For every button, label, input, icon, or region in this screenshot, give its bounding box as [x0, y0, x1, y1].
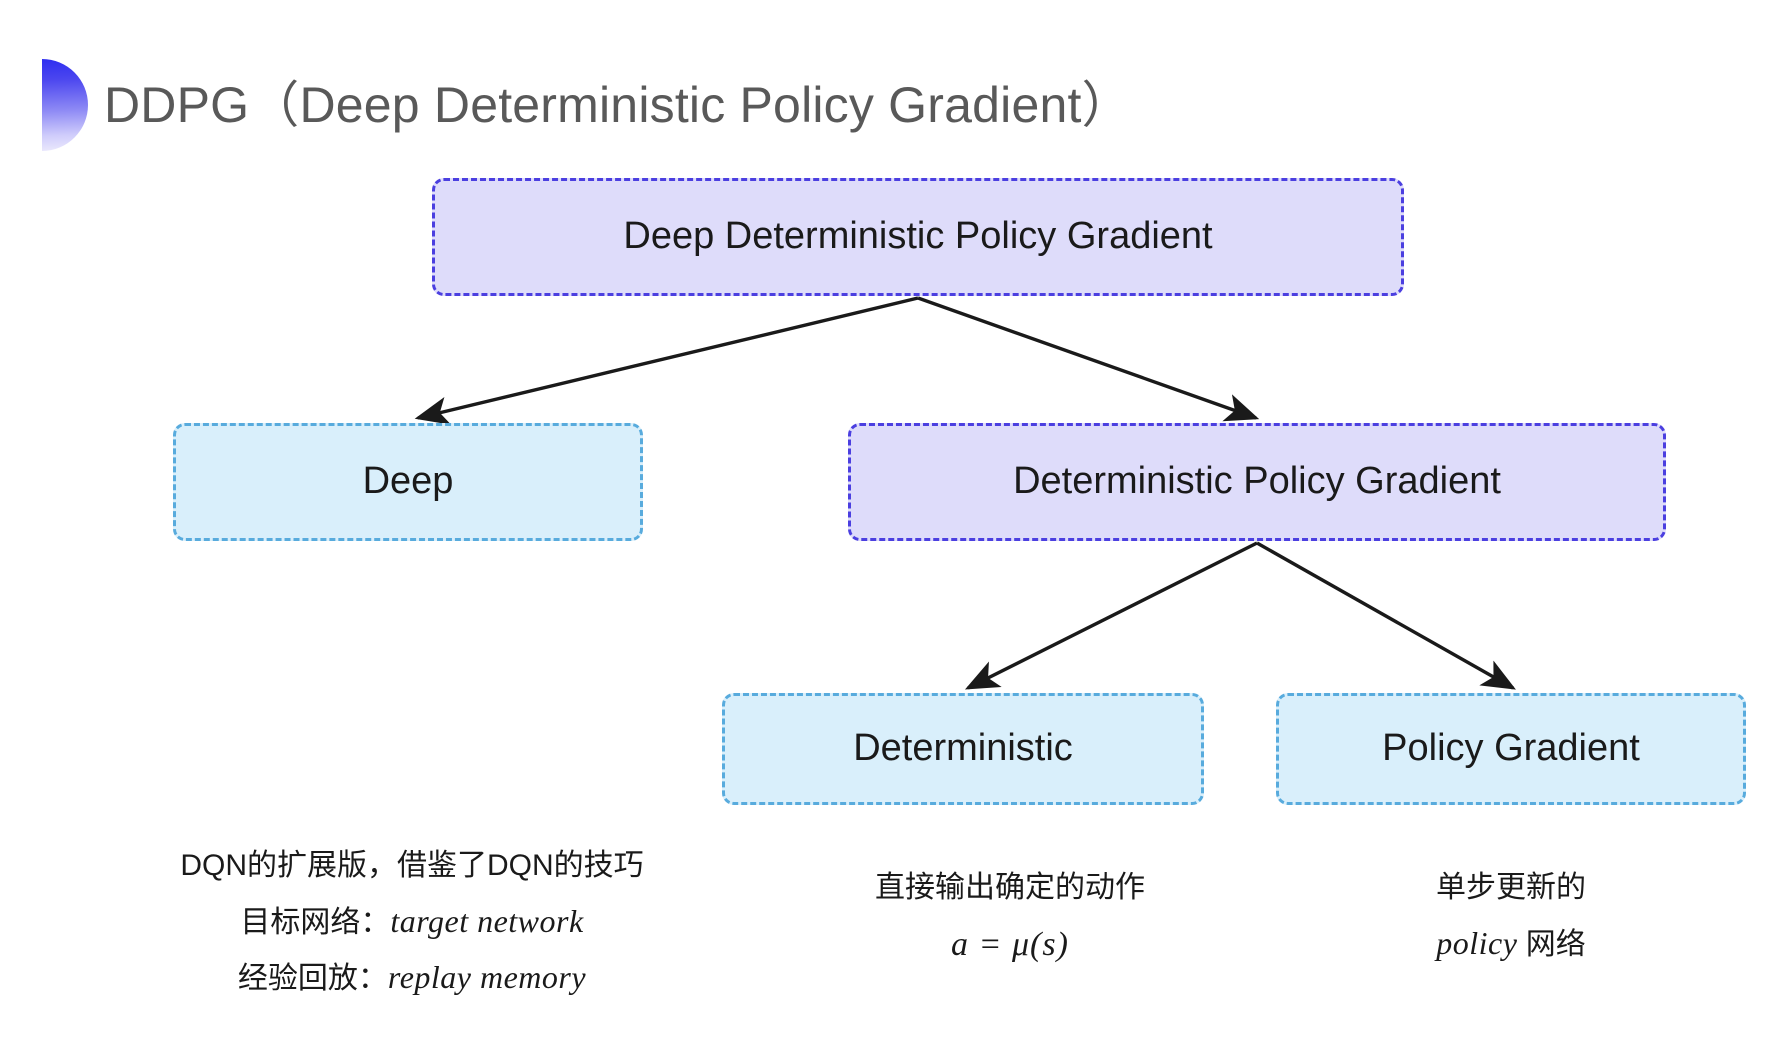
node-policy-gradient[interactable]: Policy Gradient	[1276, 693, 1746, 805]
caption-policy-gradient-term: policy	[1436, 924, 1518, 961]
page-title: DDPG（Deep Deterministic Policy Gradient）	[104, 77, 1132, 133]
edge-dpg-to-det	[964, 541, 1258, 690]
caption-deep-line3: 经验回放：replay memory	[152, 949, 672, 1006]
slide-title-row: DDPG（Deep Deterministic Policy Gradient）	[0, 55, 1132, 155]
caption-deep-line2: 目标网络：target network	[152, 893, 672, 950]
caption-policy-gradient: 单步更新的 policy 网络	[1311, 862, 1711, 971]
caption-deep-line1: DQN的扩展版，借鉴了DQN的技巧	[180, 849, 644, 882]
caption-deterministic-formula: a = μ(s)	[951, 925, 1069, 963]
caption-policy-gradient-suffix: 网络	[1517, 927, 1586, 961]
node-deep-deterministic-policy-gradient[interactable]: Deep Deterministic Policy Gradient	[432, 178, 1404, 296]
caption-policy-gradient-line2: policy 网络	[1311, 915, 1711, 972]
title-bullet-icon	[42, 59, 88, 151]
caption-deep-line3-term: replay memory	[387, 959, 587, 995]
caption-deep-line2-term: target network	[390, 902, 584, 939]
node-deterministic-policy-gradient[interactable]: Deterministic Policy Gradient	[848, 423, 1666, 541]
caption-deep-line3-label: 经验回放：	[237, 962, 388, 995]
caption-deterministic-line1: 直接输出确定的动作	[875, 871, 1145, 904]
caption-deep-line2-label: 目标网络：	[240, 905, 391, 939]
edge-root-to-deep	[414, 296, 919, 425]
edge-dpg-to-pg	[1256, 541, 1516, 690]
caption-policy-gradient-line1: 单步更新的	[1436, 871, 1586, 904]
edge-root-to-dpg	[917, 296, 1260, 422]
caption-deterministic: 直接输出确定的动作 a = μ(s)	[790, 862, 1230, 974]
node-deterministic[interactable]: Deterministic	[722, 693, 1204, 805]
node-deep[interactable]: Deep	[173, 423, 643, 541]
caption-deep: DQN的扩展版，借鉴了DQN的技巧 目标网络：target network 经验…	[152, 840, 672, 1006]
